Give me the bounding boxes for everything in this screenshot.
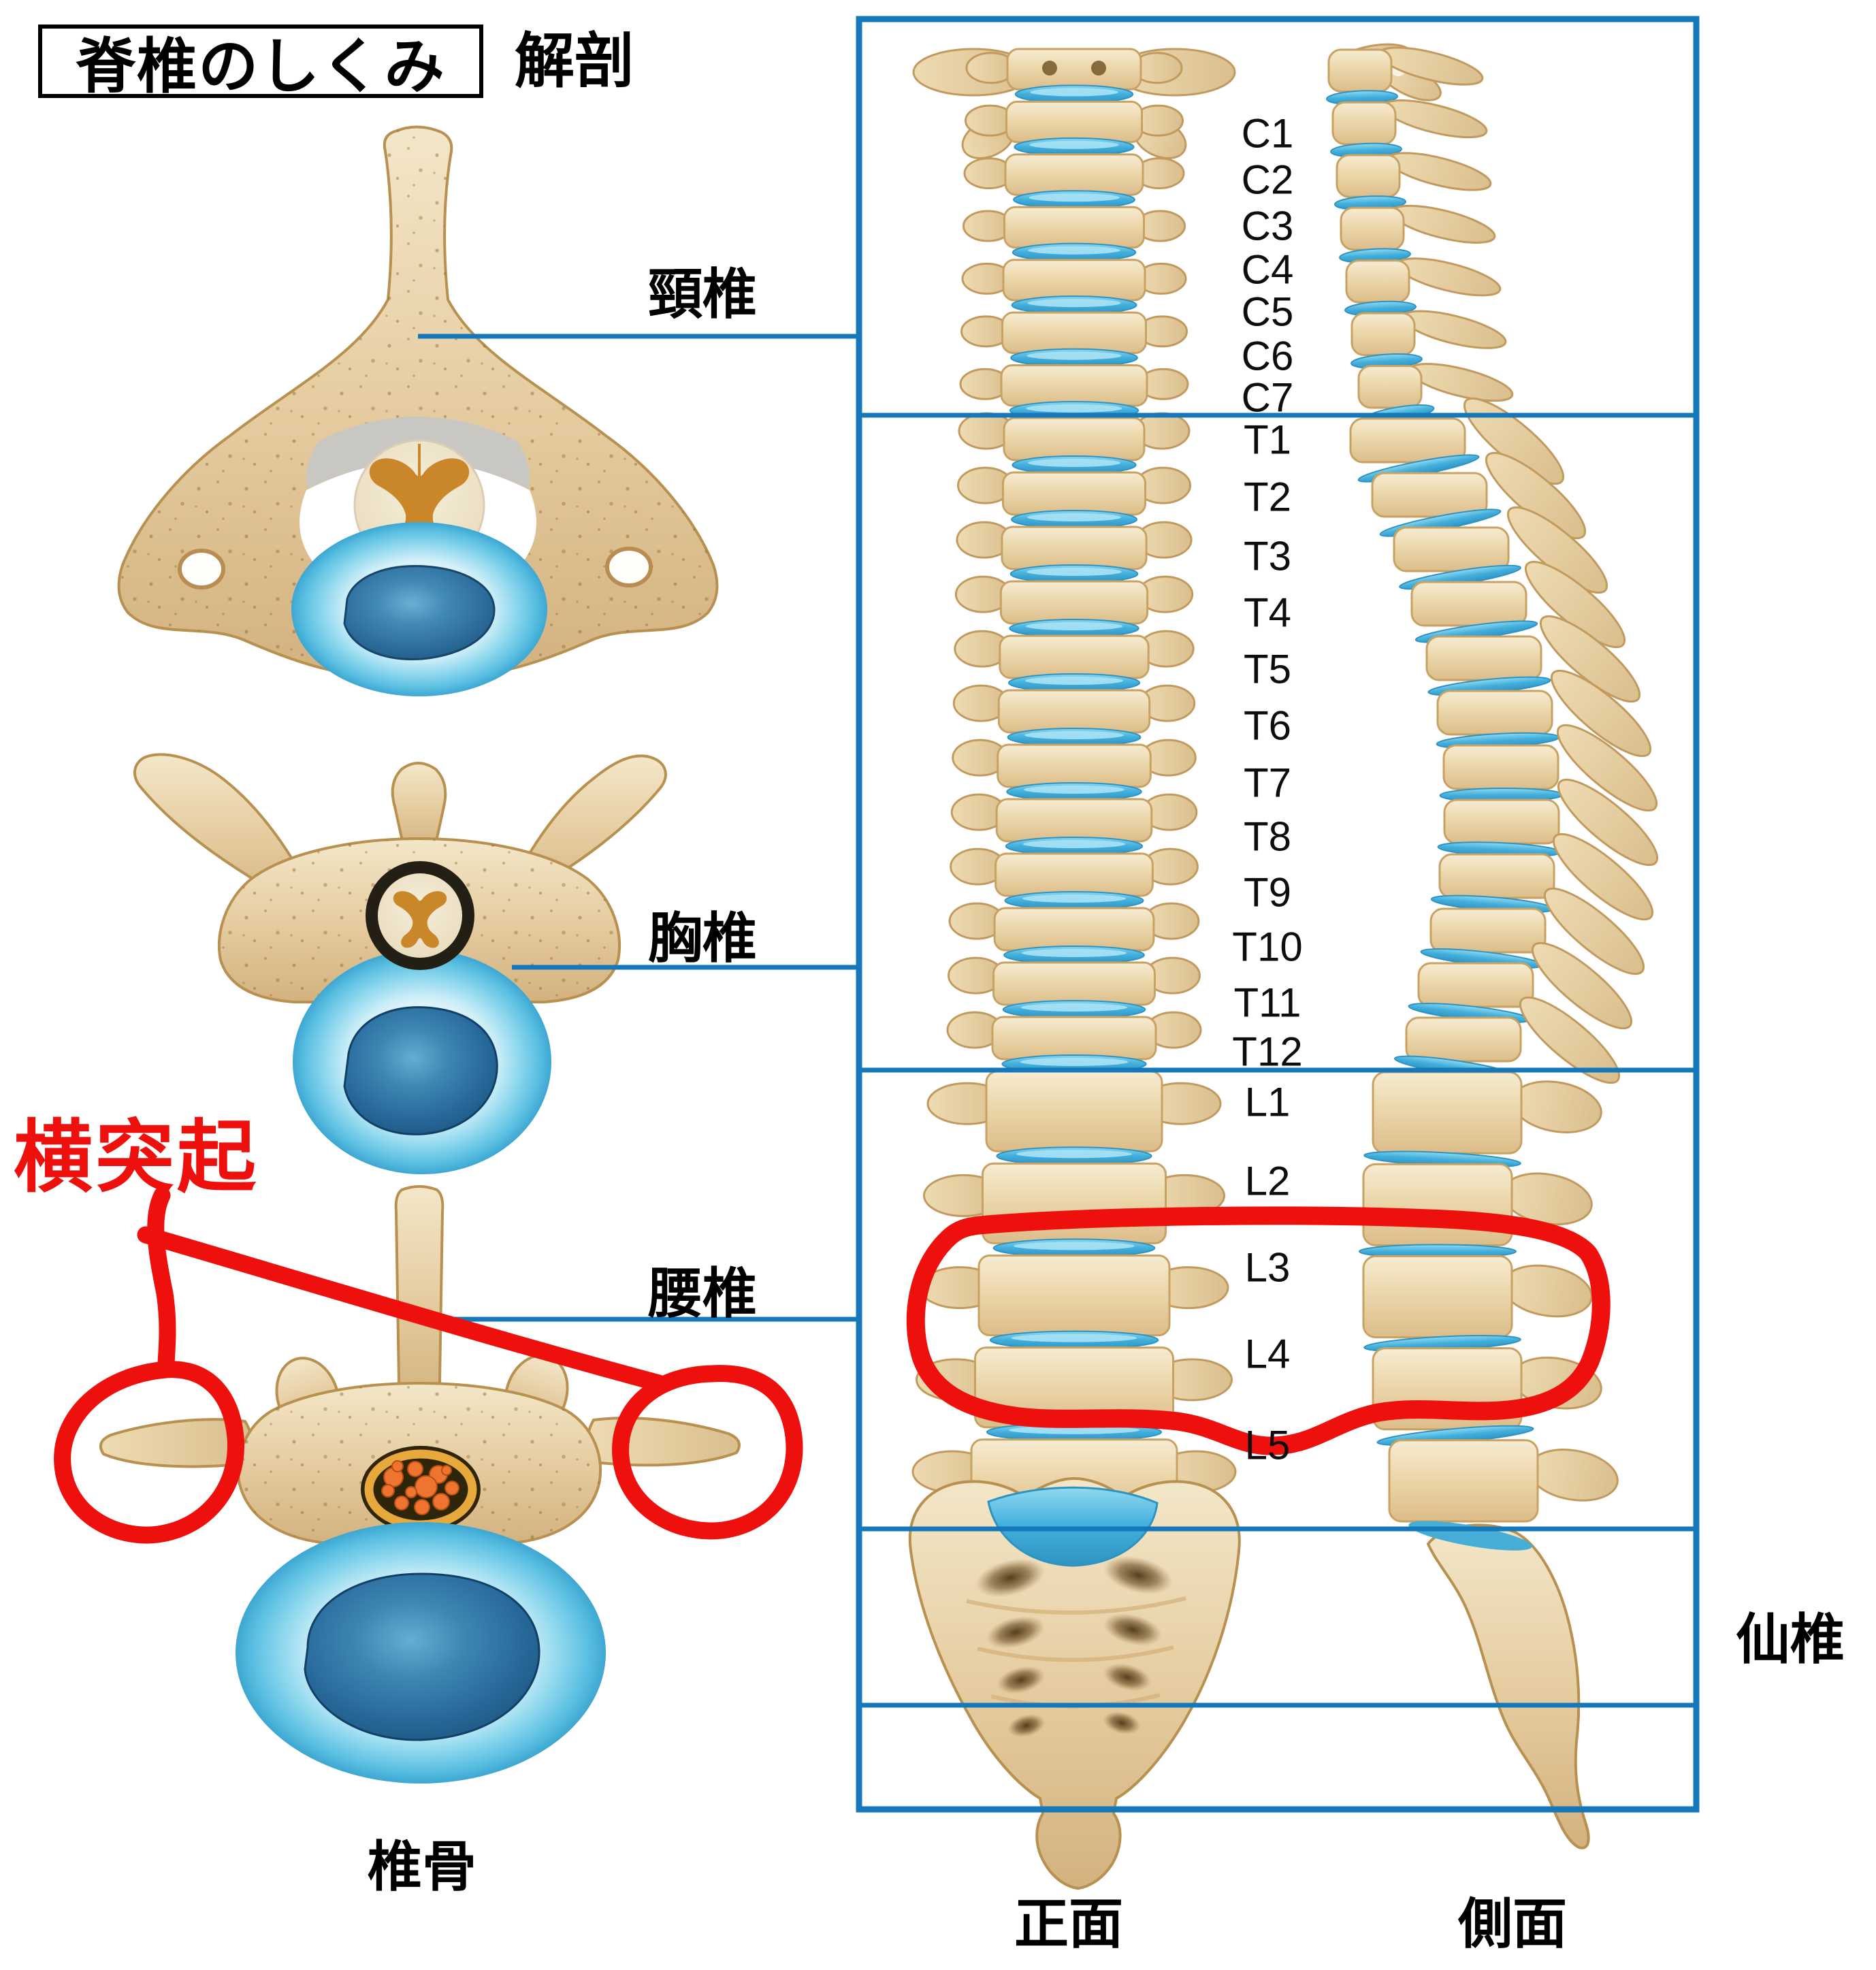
caption-vertebra: 椎骨 — [368, 1837, 476, 1897]
front-sacrum — [908, 1476, 1241, 1890]
right-transverse-foramen — [605, 547, 653, 587]
region-label-sacral: 仙椎 — [1736, 1609, 1845, 1670]
level-label-L1: L1 — [1244, 1079, 1291, 1125]
level-label-C2: C2 — [1241, 157, 1294, 203]
level-label-C1: C1 — [1241, 110, 1294, 157]
cervical-vertebra-illustration — [117, 125, 719, 696]
blue-frame — [418, 16, 1700, 1813]
level-label-T4: T4 — [1243, 590, 1292, 636]
annotation-label-transverse-process: 横突起 — [14, 1113, 259, 1201]
front-spine-figure — [911, 48, 1237, 1521]
level-label-T7: T7 — [1243, 760, 1292, 806]
red-annotation — [54, 1186, 1611, 1544]
level-label-C3: C3 — [1241, 203, 1294, 249]
annotation-line-left — [147, 1186, 176, 1372]
side-spine-figure — [1326, 43, 1659, 1523]
level-label-T3: T3 — [1243, 533, 1292, 579]
thoracic-vertebra-illustration — [133, 753, 667, 1174]
level-label-L3: L3 — [1244, 1244, 1291, 1291]
level-label-C5: C5 — [1241, 289, 1294, 335]
level-label-L5: L5 — [1244, 1422, 1291, 1468]
level-label-C7: C7 — [1241, 374, 1294, 421]
lumbar-disc — [236, 1522, 606, 1783]
level-label-C4: C4 — [1241, 246, 1294, 293]
region-label-lumbar: 腰椎 — [648, 1263, 757, 1324]
right-transverse-process — [586, 1417, 741, 1467]
spine-box-border — [856, 16, 1700, 1813]
annotation-line-right — [137, 1226, 668, 1392]
side-sacrum — [1408, 1521, 1590, 1850]
level-label-T5: T5 — [1243, 646, 1292, 692]
level-label-L4: L4 — [1244, 1331, 1291, 1377]
level-label-T1: T1 — [1243, 417, 1292, 463]
cauda-equina-section — [361, 1446, 481, 1533]
caption-front-view: 正面 — [1014, 1894, 1123, 1954]
lumbar-vertebra-illustration — [99, 1185, 741, 1783]
level-label-T9: T9 — [1243, 869, 1292, 916]
sacral-foramina — [975, 1555, 1173, 1737]
caption-side-view: 側面 — [1458, 1894, 1567, 1954]
level-label-L2: L2 — [1244, 1158, 1291, 1204]
cervical-disc — [291, 522, 547, 696]
thoracic-disc — [293, 950, 551, 1174]
level-label-T12: T12 — [1232, 1029, 1303, 1075]
page-title: 脊椎のしくみ — [38, 25, 483, 100]
region-label-cervical: 頸椎 — [648, 264, 757, 325]
annotation-highlight-loop — [906, 1206, 1611, 1455]
region-label-thoracic: 胸椎 — [648, 908, 757, 969]
level-label-T2: T2 — [1243, 474, 1292, 520]
level-label-C6: C6 — [1241, 333, 1294, 379]
level-label-T8: T8 — [1243, 813, 1292, 860]
annotation-circle-right — [612, 1365, 803, 1540]
level-label-T10: T10 — [1232, 924, 1303, 970]
level-label-T11: T11 — [1233, 980, 1301, 1026]
level-label-T6: T6 — [1243, 703, 1292, 749]
left-transverse-foramen — [178, 549, 225, 590]
page-subtitle: 解剖 — [515, 27, 635, 95]
annotation-circle-left — [54, 1361, 244, 1544]
